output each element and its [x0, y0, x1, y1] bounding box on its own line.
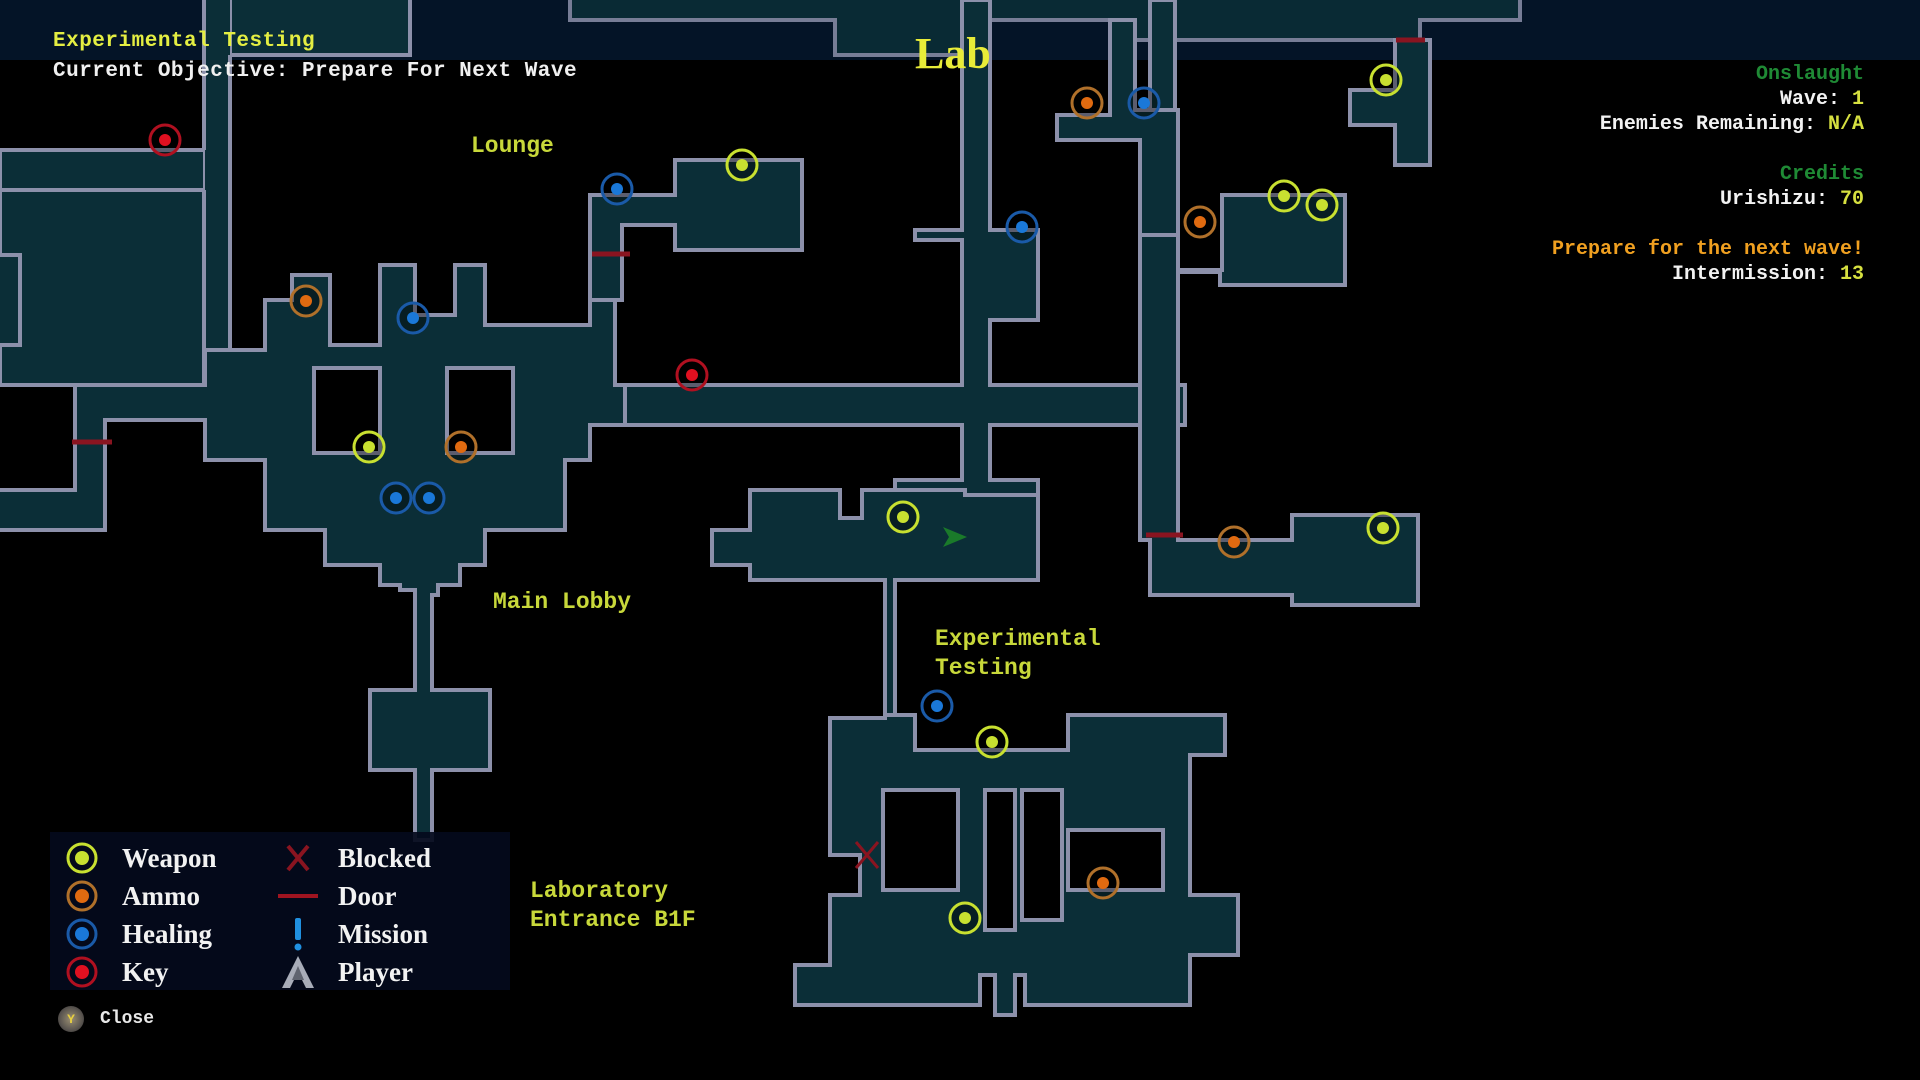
map-label-main-lobby: Main Lobby: [493, 589, 632, 615]
ammo-marker-icon: [1183, 205, 1217, 239]
map-legend: Weapon Ammo Healing Key Blocked Door: [50, 832, 510, 990]
rooms: [0, 0, 1522, 1017]
wave-alert: Prepare for the next wave!: [1551, 238, 1864, 261]
intermission-value: 13: [1839, 263, 1864, 286]
ammo-marker-icon: [289, 284, 323, 318]
healing-marker-icon: [379, 481, 413, 515]
legend-ammo: Ammo: [62, 878, 200, 914]
legend-label: Mission: [338, 918, 429, 949]
close-label: Close: [100, 1009, 155, 1029]
exclamation-icon: [278, 916, 318, 952]
legend-player: Player: [278, 954, 413, 990]
ammo-marker-icon: [444, 430, 478, 464]
map-label-experimental-testing: Experimental Testing: [935, 625, 1101, 683]
floor-title: Lab: [915, 29, 991, 78]
enemies-label: Enemies Remaining:: [1599, 113, 1816, 136]
legend-blocked: Blocked: [278, 840, 431, 876]
legend-healing: Healing: [62, 916, 212, 952]
key-marker-icon: [148, 123, 182, 157]
healing-marker-icon: [600, 172, 634, 206]
wave-label: Wave:: [1779, 88, 1840, 111]
legend-door: Door: [278, 878, 396, 914]
map-label-line: Experimental: [935, 626, 1101, 652]
map-label-lab-entrance: Laboratory Entrance B1F: [530, 877, 696, 935]
map-label-line: Entrance B1F: [530, 907, 696, 933]
current-objective: Current Objective: Prepare For Next Wave: [53, 60, 577, 83]
ammo-marker-icon: [1070, 86, 1104, 120]
intermission-section: Prepare for the next wave! Intermission:…: [1552, 237, 1864, 287]
close-button[interactable]: Y Close: [58, 1006, 154, 1032]
legend-label: Weapon: [122, 842, 217, 873]
ammo-icon: [62, 878, 102, 914]
map-label-line: Testing: [935, 655, 1032, 681]
mode-label: Onslaught: [1755, 63, 1864, 86]
healing-marker-icon: [396, 301, 430, 335]
blocked-x-icon: [278, 840, 318, 876]
map-markers: [148, 63, 1403, 935]
wave-section: Onslaught Wave: 1 Enemies Remaining: N/A: [1552, 62, 1864, 137]
weapon-marker-icon: [1305, 188, 1339, 222]
healing-icon: [62, 916, 102, 952]
weapon-marker-icon: [948, 901, 982, 935]
door-line-icon: [278, 878, 318, 914]
legend-mission: Mission: [278, 916, 428, 952]
blocked-x-icon: [854, 841, 880, 869]
credits-row: Urishizu: 70: [1552, 187, 1864, 212]
enemies-value: N/A: [1827, 113, 1864, 136]
legend-key: Key: [62, 954, 169, 990]
weapon-marker-icon: [725, 148, 759, 182]
weapon-marker-icon: [886, 500, 920, 534]
y-button-icon: Y: [58, 1006, 84, 1032]
objective-label: Current Objective:: [53, 60, 289, 83]
player-marker-icon: [943, 527, 967, 547]
map-label-lounge: Lounge: [471, 133, 554, 159]
key-icon: [62, 954, 102, 990]
player-name-label: Urishizu:: [1719, 188, 1828, 211]
healing-marker-icon: [920, 689, 954, 723]
legend-label: Ammo: [122, 880, 200, 911]
credits-section: Credits Urishizu: 70: [1552, 162, 1864, 212]
healing-marker-icon: [1127, 86, 1161, 120]
ammo-marker-icon: [1086, 866, 1120, 900]
healing-marker-icon: [1005, 210, 1039, 244]
weapon-marker-icon: [1267, 179, 1301, 213]
legend-label: Key: [122, 956, 169, 987]
intermission-label: Intermission:: [1671, 263, 1828, 286]
map-label-line: Laboratory: [530, 878, 669, 904]
legend-weapon: Weapon: [62, 840, 217, 876]
player-arrow-icon: [278, 954, 318, 990]
healing-marker-icon: [412, 481, 446, 515]
enemies-row: Enemies Remaining: N/A: [1552, 112, 1864, 137]
onslaught-hud: Onslaught Wave: 1 Enemies Remaining: N/A…: [1552, 62, 1864, 312]
intermission-row: Intermission: 13: [1552, 262, 1864, 287]
weapon-marker-icon: [352, 430, 386, 464]
weapon-marker-icon: [975, 725, 1009, 759]
weapon-icon: [62, 840, 102, 876]
legend-label: Door: [338, 880, 397, 911]
wave-value: 1: [1851, 88, 1864, 111]
legend-label: Player: [338, 956, 413, 987]
wave-row: Wave: 1: [1552, 87, 1864, 112]
key-marker-icon: [675, 358, 709, 392]
weapon-marker-icon: [1369, 63, 1403, 97]
legend-label: Healing: [122, 918, 213, 949]
legend-label: Blocked: [338, 842, 432, 873]
weapon-marker-icon: [1366, 511, 1400, 545]
credits-value: 70: [1839, 188, 1864, 211]
ammo-marker-icon: [1217, 525, 1251, 559]
credits-label: Credits: [1779, 163, 1864, 186]
doors: [72, 37, 1425, 538]
objective-value: Prepare For Next Wave: [301, 60, 578, 83]
area-title: Experimental Testing: [53, 30, 316, 53]
